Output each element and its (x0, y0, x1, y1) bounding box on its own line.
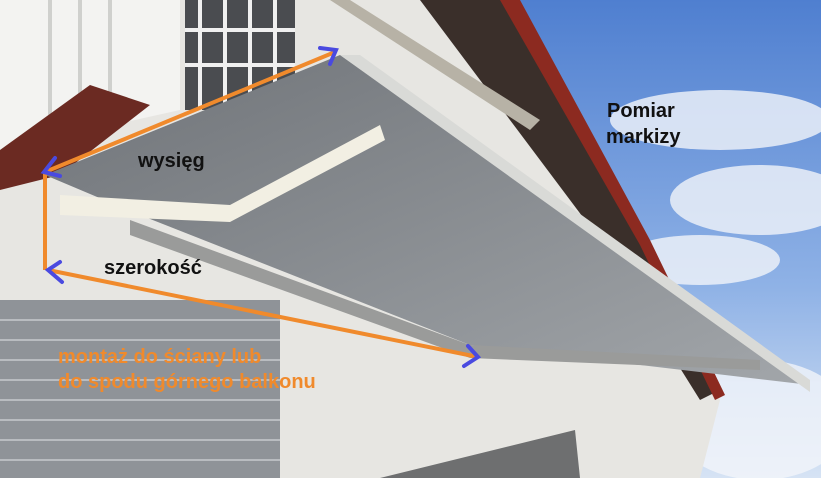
title-line-2: markizy (606, 126, 681, 148)
width-line (47, 268, 479, 359)
gutter (330, 0, 540, 130)
awning-fabric (45, 55, 810, 385)
roller-shutter (0, 300, 280, 478)
arrowhead-icon (44, 260, 64, 284)
arrow-heads (40, 46, 482, 368)
projection-label: wysięg (138, 150, 205, 172)
arrowhead-icon (40, 156, 62, 178)
back-rail (130, 220, 760, 370)
balcony-railing (48, 0, 112, 120)
awning-arm (60, 125, 385, 222)
arrowhead-icon (462, 344, 482, 368)
gate (380, 430, 580, 478)
shutter-slats (0, 319, 280, 461)
front-bar (340, 55, 810, 392)
width-label: szerokość (104, 257, 202, 279)
title-line-1: Pomiar (607, 100, 675, 122)
mounting-label-line-1: montaż do ściany lub (58, 346, 262, 368)
mounting-label-line-2: do spodu górnego balkonu (58, 371, 316, 393)
projection-line (44, 50, 336, 174)
arrowhead-icon (318, 46, 339, 66)
balcony-edge (0, 85, 150, 190)
measure-lines (43, 50, 479, 359)
